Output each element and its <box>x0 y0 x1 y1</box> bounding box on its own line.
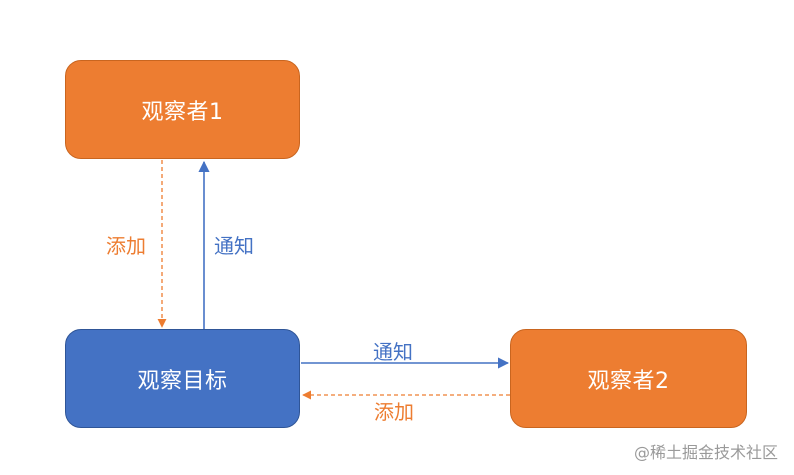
node-observer-2: 观察者2 <box>510 329 747 428</box>
node-observer-1: 观察者1 <box>65 60 300 159</box>
edge-notify-observer1-label: 通知 <box>214 234 254 258</box>
watermark: @稀土掘金技术社区 <box>633 443 778 462</box>
node-observer-2-label: 观察者2 <box>587 368 670 394</box>
node-subject-label: 观察目标 <box>137 368 228 394</box>
edge-notify-observer2-label: 通知 <box>373 340 413 364</box>
node-subject: 观察目标 <box>65 329 300 428</box>
edge-add-observer2-label: 添加 <box>374 400 414 424</box>
node-observer-1-label: 观察者1 <box>141 99 224 125</box>
edge-add-observer1-label: 添加 <box>106 234 146 258</box>
